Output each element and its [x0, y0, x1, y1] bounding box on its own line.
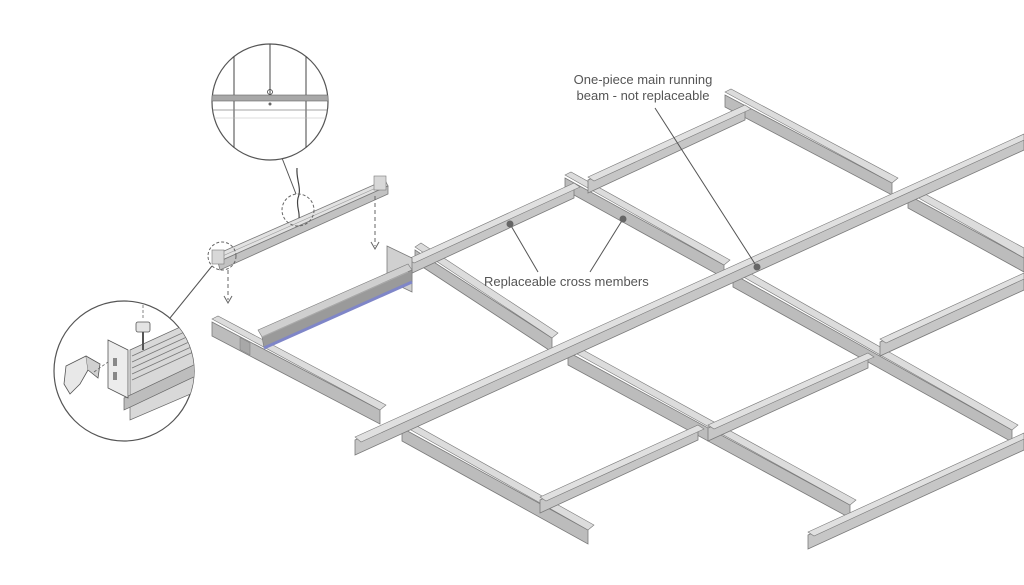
- main-running-beam: [539, 424, 705, 514]
- main-running-beam: [587, 104, 752, 194]
- callout-connector-detail: [53, 300, 195, 442]
- label-main-running-beam: One-piece main running beam - not replac…: [560, 72, 726, 104]
- drop-arrow: [223, 270, 233, 305]
- label-main-running-beam-line1: One-piece main running: [573, 72, 713, 87]
- label-main-running-beam-line2: beam - not replaceable: [576, 88, 710, 103]
- cross-member: [907, 187, 1024, 273]
- main-running-beam: [707, 352, 875, 442]
- main-running-beam: [354, 133, 1024, 456]
- callout-hanger-detail: [211, 43, 329, 161]
- exploded-cross-member: [211, 167, 389, 271]
- leader-main-beam: [654, 107, 761, 271]
- callout-connector: [169, 265, 213, 319]
- ceiling-grid: [211, 88, 1024, 550]
- edge-beam: [211, 315, 387, 425]
- drop-arrow: [370, 196, 380, 251]
- cross-member: [401, 420, 595, 545]
- cross-member: [724, 88, 899, 196]
- detail-marker-connector: [207, 241, 237, 271]
- removed-cross-member-profile: [257, 263, 413, 350]
- label-cross-members: Replaceable cross members: [484, 274, 649, 289]
- main-running-beam: [879, 272, 1024, 357]
- callout-connector: [281, 157, 297, 195]
- cross-member: [564, 171, 731, 279]
- cross-member: [732, 266, 1019, 443]
- main-running-beam: [407, 182, 581, 276]
- leader-cross-member: [589, 215, 627, 273]
- detail-marker-hanger: [281, 193, 315, 227]
- main-running-beam: [807, 432, 1024, 550]
- leader-cross-member: [506, 220, 539, 273]
